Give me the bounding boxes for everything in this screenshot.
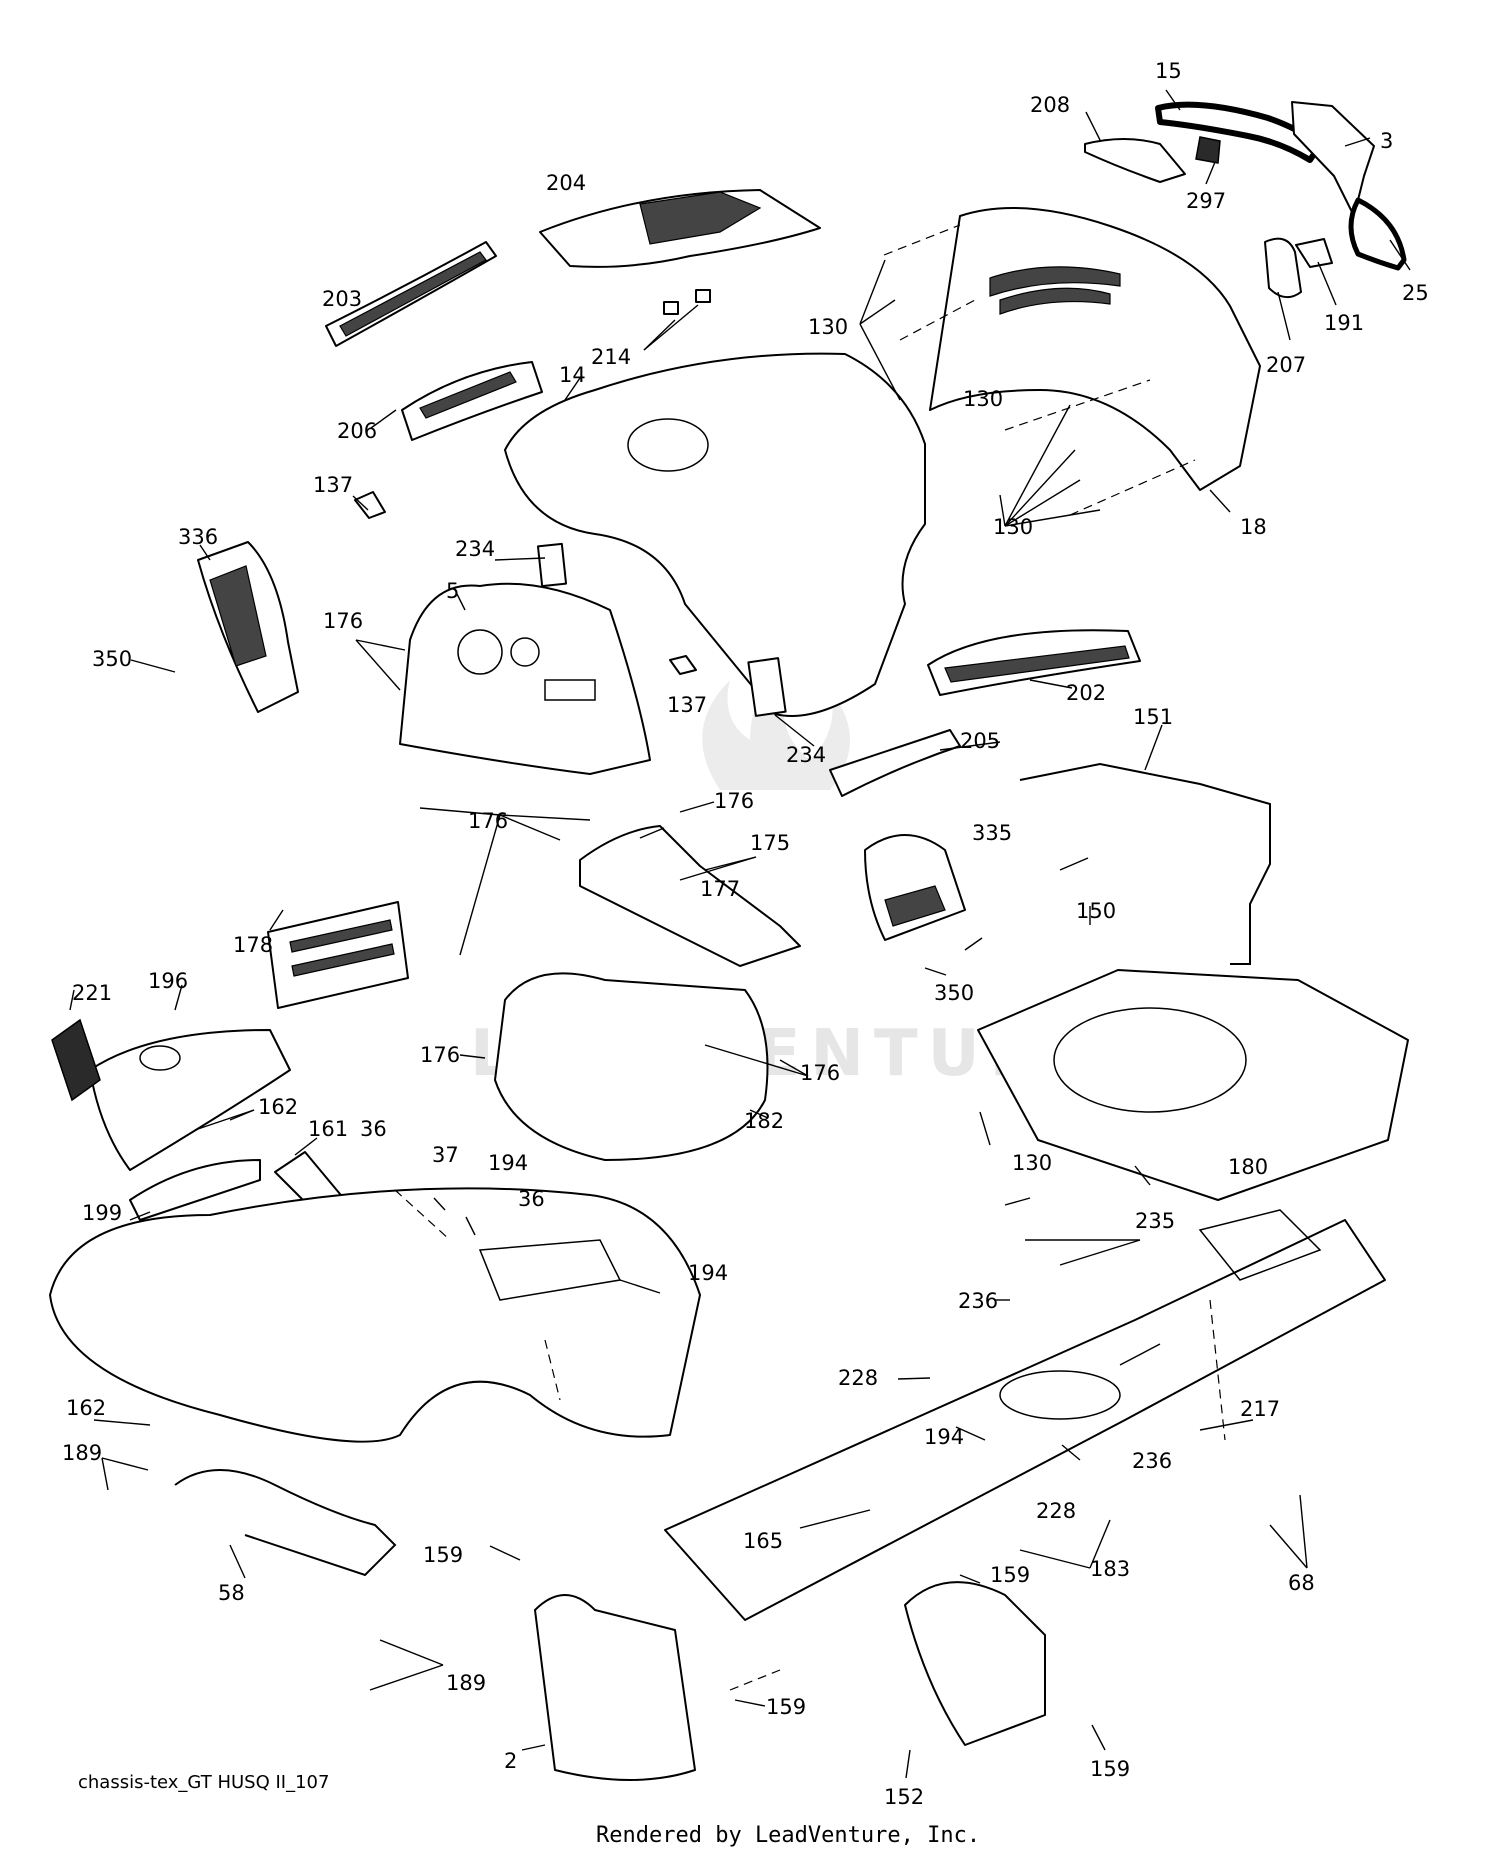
callout-label: 204: [546, 171, 586, 195]
callout-label: 15: [1155, 59, 1182, 83]
callout-label: 130: [993, 515, 1033, 539]
callout-label: 206: [337, 419, 377, 443]
diagram-id: chassis-tex_GT HUSQ II_107: [78, 1772, 329, 1793]
callout-label: 159: [1090, 1757, 1130, 1781]
callout-label: 159: [990, 1563, 1030, 1587]
rendered-by-credit: Rendered by LeadVenture, Inc.: [596, 1823, 980, 1848]
callout-label: 199: [82, 1201, 122, 1225]
callout-label: 176: [323, 609, 363, 633]
callout-label: 137: [313, 473, 353, 497]
callout-label: 25: [1402, 281, 1429, 305]
callout-label: 335: [972, 821, 1012, 845]
callout-label: 178: [233, 933, 273, 957]
callout-label: 176: [420, 1043, 460, 1067]
callout-label: 130: [963, 387, 1003, 411]
callout-label: 180: [1228, 1155, 1268, 1179]
callout-label: 336: [178, 525, 218, 549]
callout-label: 159: [423, 1543, 463, 1567]
callout-label: 152: [884, 1785, 924, 1809]
callout-label: 191: [1324, 311, 1364, 335]
callout-label: 176: [800, 1061, 840, 1085]
callout-label: 236: [1132, 1449, 1172, 1473]
callout-label: 214: [591, 345, 631, 369]
callout-label: 228: [1036, 1499, 1076, 1523]
callout-label: 189: [62, 1441, 102, 1465]
callout-label: 235: [1135, 1209, 1175, 1233]
callout-label: 58: [218, 1581, 245, 1605]
callout-label: 189: [446, 1671, 486, 1695]
callout-label: 37: [432, 1143, 459, 1167]
callout-label: 36: [360, 1117, 387, 1141]
leader-lines: [69, 89, 1411, 1779]
callout-label: 203: [322, 287, 362, 311]
parts-artwork: [49, 101, 1409, 1781]
callout-label: 202: [1066, 681, 1106, 705]
callout-label: 130: [808, 315, 848, 339]
callout-label: 159: [766, 1695, 806, 1719]
callout-label: 217: [1240, 1397, 1280, 1421]
callout-label: 161: [308, 1117, 348, 1141]
callout-label: 194: [924, 1425, 964, 1449]
callout-label: 194: [688, 1261, 728, 1285]
callout-label: 176: [468, 809, 508, 833]
callout-label: 221: [72, 981, 112, 1005]
callout-label: 182: [744, 1109, 784, 1133]
callout-label: 68: [1288, 1571, 1315, 1595]
callout-label: 165: [743, 1529, 783, 1553]
callout-label: 2: [504, 1749, 517, 1773]
leadventure-flame-icon: [702, 670, 850, 790]
callout-label: 183: [1090, 1557, 1130, 1581]
callout-label: 162: [66, 1396, 106, 1420]
callout-label: 130: [1012, 1151, 1052, 1175]
callout-label: 36: [518, 1187, 545, 1211]
callout-label: 175: [750, 831, 790, 855]
callout-label: 350: [934, 981, 974, 1005]
callout-label: 151: [1133, 705, 1173, 729]
callout-label: 18: [1240, 515, 1267, 539]
callout-label: 162: [258, 1095, 298, 1119]
callout-label: 297: [1186, 189, 1226, 213]
callout-label: 3: [1380, 129, 1393, 153]
callout-label: 234: [786, 743, 826, 767]
callout-label: 228: [838, 1366, 878, 1390]
callout-label: 205: [960, 729, 1000, 753]
callout-label: 234: [455, 537, 495, 561]
callout-label: 14: [559, 363, 586, 387]
callout-label: 196: [148, 969, 188, 993]
callout-labels: 15 208 3 204 297 25 191 203 214 130 207 …: [62, 59, 1429, 1809]
callout-label: 150: [1076, 899, 1116, 923]
callout-label: 176: [714, 789, 754, 813]
callout-label: 5: [446, 579, 459, 603]
callout-label: 177: [700, 877, 740, 901]
callout-label: 208: [1030, 93, 1070, 117]
callout-label: 137: [667, 693, 707, 717]
callout-label: 350: [92, 647, 132, 671]
callout-label: 236: [958, 1289, 998, 1313]
callout-label: 194: [488, 1151, 528, 1175]
callout-label: 207: [1266, 353, 1306, 377]
